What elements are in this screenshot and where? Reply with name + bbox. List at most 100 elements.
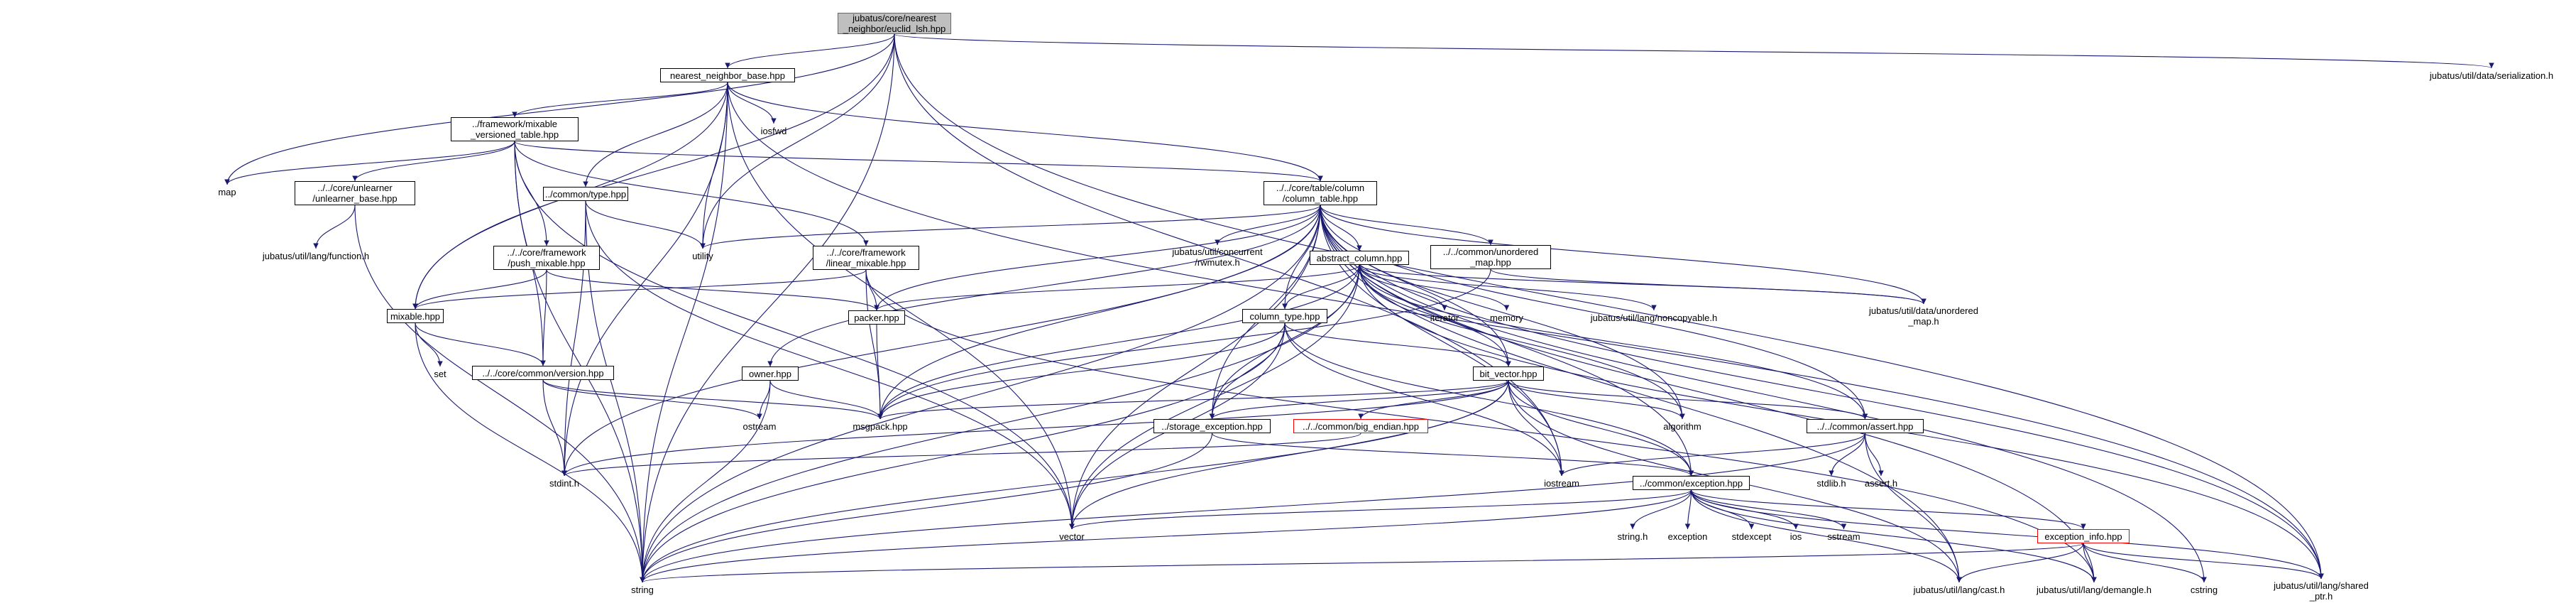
node-mixable_vt[interactable]: ../framework/mixable _versioned_table.hp… xyxy=(451,117,579,141)
edge-coltable-to-utilunord xyxy=(1320,205,1926,305)
node-cast: jubatus/util/lang/cast.h xyxy=(1913,584,2005,595)
edge-pushmix-to-packer xyxy=(546,269,879,311)
edge-version-to-stdint xyxy=(542,379,567,477)
edge-packer-to-msgpack xyxy=(876,324,883,420)
edge-mixable_vt-to-map xyxy=(224,141,515,185)
node-stdlib: stdlib.h xyxy=(1816,477,1846,489)
edge-coltype-to-msgpack xyxy=(877,322,1286,420)
node-rwmutex: jubatus/util/concurrent /rwmutex.h xyxy=(1172,246,1263,268)
node-nnbase[interactable]: nearest_neighbor_base.hpp xyxy=(660,68,795,82)
node-cstring: cstring xyxy=(2190,584,2218,595)
edge-bitvector-to-storageexc xyxy=(1209,380,1509,420)
edge-unlearner-to-string xyxy=(354,205,645,583)
node-stringh: string.h xyxy=(1617,531,1648,542)
node-bitvector[interactable]: bit_vector.hpp xyxy=(1473,366,1544,381)
node-sharedptr: jubatus/util/lang/shared _ptr.h xyxy=(2274,580,2369,602)
edge-root-to-nnbase xyxy=(725,33,895,69)
edge-coltype-to-bitvector xyxy=(1284,322,1511,367)
node-unordmap[interactable]: ../../common/unordered _map.hpp xyxy=(1430,245,1551,269)
node-bigendian[interactable]: ../../common/big_endian.hpp xyxy=(1293,419,1428,433)
edge-excinfo-to-cstring xyxy=(2083,543,2207,583)
edge-abscol-to-iterator xyxy=(1359,264,1447,311)
edge-assert-to-stdlib xyxy=(1829,433,1866,477)
edge-abscol-to-assert xyxy=(1359,264,1868,420)
node-packer[interactable]: packer.hpp xyxy=(848,310,905,325)
edge-bitvector-to-msgpack xyxy=(877,380,1509,420)
edge-mixable_vt-to-vector xyxy=(514,141,1075,530)
node-asserth: assert.h xyxy=(1864,477,1898,489)
edge-bitvector-to-iostream xyxy=(1508,380,1564,477)
edge-exception_hpp-to-string xyxy=(640,489,1692,583)
node-algorithm: algorithm xyxy=(1663,420,1701,432)
node-version[interactable]: ../../core/common/version.hpp xyxy=(472,366,614,380)
edge-commontype-to-vector xyxy=(585,200,1075,530)
node-pushmix[interactable]: ../../core/framework /push_mixable.hpp xyxy=(493,246,600,270)
edge-abscol-to-memory xyxy=(1359,264,1510,311)
edge-coltable-to-assert xyxy=(1320,205,1868,420)
edge-exception_hpp-to-excinfo xyxy=(1690,489,2086,530)
edge-bitvector-to-stdint xyxy=(561,380,1509,477)
edge-abscol-to-utilunord xyxy=(1359,264,1926,305)
edge-exception_hpp-to-stringh xyxy=(1630,489,1692,530)
node-demangle: jubatus/util/lang/demangle.h xyxy=(2037,584,2152,595)
edge-coltable-to-algorithm xyxy=(1320,205,1685,420)
edge-mixable-to-set xyxy=(415,322,443,367)
node-string: string xyxy=(631,584,654,595)
node-assert[interactable]: ../../common/assert.hpp xyxy=(1807,419,1924,433)
node-utilunord: jubatus/util/data/unordered _map.h xyxy=(1869,305,1978,327)
edge-nnbase-to-coltable xyxy=(727,82,1323,182)
edge-abscol-to-coltype xyxy=(1282,264,1360,310)
node-sstream: sstream xyxy=(1827,531,1860,542)
node-unlearner[interactable]: ../../core/unlearner /unlearner_base.hpp xyxy=(295,181,415,205)
node-memory: memory xyxy=(1490,312,1523,323)
node-utility: utility xyxy=(692,250,713,261)
node-msgpack: msgpack.hpp xyxy=(853,420,908,432)
edge-mixable-to-version xyxy=(415,322,546,366)
edge-abscol-to-packer xyxy=(874,264,1360,311)
node-commontype[interactable]: ../common/type.hpp xyxy=(543,187,628,201)
node-excinfo[interactable]: exception_info.hpp xyxy=(2037,529,2130,543)
edge-commontype-to-string xyxy=(585,200,645,583)
edge-bitvector-to-string xyxy=(640,380,1509,583)
node-iosfwd: iosfwd xyxy=(760,125,787,136)
edge-coltype-to-storageexc xyxy=(1209,322,1286,420)
edge-abscol-to-bitvector xyxy=(1359,264,1511,367)
edge-commontype-to-stdint xyxy=(561,200,586,477)
node-iostream: iostream xyxy=(1544,477,1579,489)
node-root[interactable]: jubatus/core/nearest _neighbor/euclid_ls… xyxy=(838,13,951,34)
edge-exception_hpp-to-demangle xyxy=(1690,489,2097,583)
edge-root-to-utility xyxy=(700,33,895,249)
edge-commontype-to-utility xyxy=(585,200,706,249)
edge-nnbase-to-sharedptr xyxy=(727,82,2324,580)
edge-coltable-to-packer xyxy=(874,205,1321,311)
edge-mixable-to-string xyxy=(415,322,645,583)
edge-exception_hpp-to-cast xyxy=(1690,489,1962,583)
edge-root-to-map xyxy=(224,33,895,185)
edge-storageexc-to-exception_hpp xyxy=(1211,433,1694,477)
edge-coltable-to-owner xyxy=(767,205,1321,367)
edge-coltable-to-cast xyxy=(1320,205,1962,583)
node-exception: exception xyxy=(1667,531,1708,542)
edge-excinfo-to-sharedptr xyxy=(2083,543,2324,580)
edge-root-to-serialization xyxy=(894,33,2494,69)
edge-coltype-to-exception_hpp xyxy=(1284,322,1694,477)
edge-coltable-to-abscol xyxy=(1320,205,1362,251)
node-ostream: ostream xyxy=(742,420,777,432)
edge-version-to-ostream xyxy=(542,379,762,420)
edge-mixable_vt-to-pushmix xyxy=(514,141,549,246)
node-storageexc[interactable]: ../storage_exception.hpp xyxy=(1153,419,1271,433)
node-coltype[interactable]: column_type.hpp xyxy=(1242,309,1327,323)
node-coltable[interactable]: ../../core/table/column /column_table.hp… xyxy=(1264,181,1377,205)
node-mixable[interactable]: mixable.hpp xyxy=(387,309,444,323)
edge-owner-to-string xyxy=(640,380,771,583)
edge-exception_hpp-to-sstream xyxy=(1690,489,1847,530)
edge-mixable_vt-to-coltable xyxy=(514,141,1323,182)
node-linmix[interactable]: ../../core/framework /linear_mixable.hpp xyxy=(813,246,919,270)
edge-storageexc-to-string xyxy=(640,433,1213,583)
node-abscol[interactable]: abstract_column.hpp xyxy=(1310,251,1409,265)
edge-unlearner-to-utilfunc xyxy=(313,205,356,249)
edge-exception_hpp-to-sharedptr xyxy=(1690,489,2324,580)
node-exception_hpp[interactable]: ../common/exception.hpp xyxy=(1633,476,1750,490)
node-owner[interactable]: owner.hpp xyxy=(742,366,799,381)
